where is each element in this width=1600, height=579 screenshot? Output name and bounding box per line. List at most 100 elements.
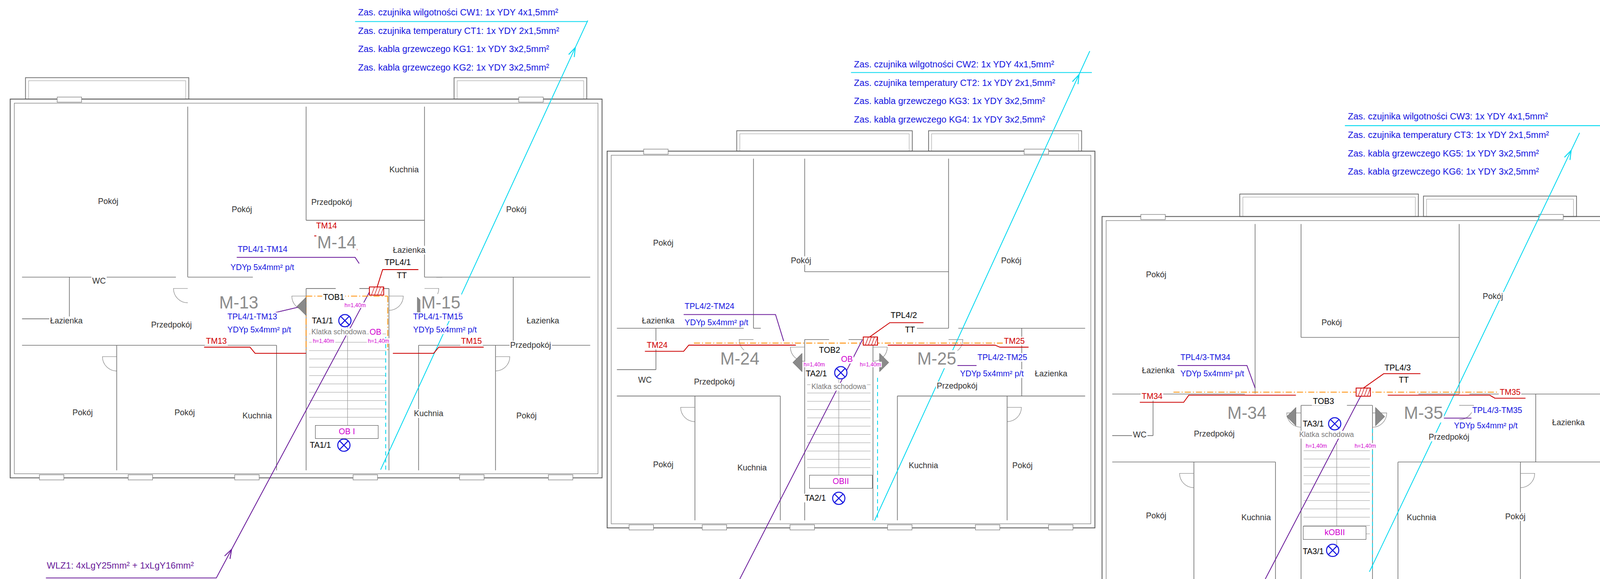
leader-line xyxy=(376,269,419,289)
board-label: TM13 xyxy=(204,336,228,345)
room-name: Łazienka xyxy=(391,245,427,255)
circuit-line xyxy=(392,347,484,354)
board-label: TM15 xyxy=(460,336,483,345)
riser-line xyxy=(877,377,878,521)
mounting-height: h=1,40m xyxy=(343,302,367,309)
wall xyxy=(1275,461,1276,579)
room-name: Łazienka xyxy=(1141,366,1176,375)
wall xyxy=(418,344,419,470)
circuit-label: YDYp 5x4mm² p/t xyxy=(683,318,750,327)
board-hatch xyxy=(1367,387,1371,397)
room-name: Pokój xyxy=(71,407,94,417)
panel-label: OB I xyxy=(338,427,355,437)
outlet-symbol xyxy=(1328,417,1341,430)
wall xyxy=(69,277,70,319)
circuit-line xyxy=(887,344,1029,348)
room-name: Kuchnia xyxy=(736,462,768,472)
outlet-cross xyxy=(339,440,349,449)
mounting-height: h=1,40m xyxy=(802,361,826,368)
flat-number: M-15 xyxy=(420,293,462,312)
window xyxy=(702,524,727,530)
window xyxy=(459,474,485,480)
room-name: Kuchnia xyxy=(907,461,940,470)
room-name: WC xyxy=(1132,430,1148,439)
wall xyxy=(187,106,189,278)
leader-line xyxy=(380,20,588,470)
circuit-line xyxy=(203,347,307,354)
device-label: TT xyxy=(396,271,408,280)
cable-note: Zas. kabla grzewczego KG5: 1x YDY 3x2,5m… xyxy=(1346,148,1540,158)
wall xyxy=(1006,396,1008,521)
floor-plan xyxy=(1102,193,1600,579)
inner-wall xyxy=(1106,220,1600,579)
room-name: Przedpokój xyxy=(1193,429,1236,439)
cable-note: Zas. czujnika temperatury CT2: 1x YDY 2x… xyxy=(853,77,1057,88)
room-name: Przedpokój xyxy=(935,381,979,391)
balcony-rail xyxy=(1242,197,1416,217)
door-symbol xyxy=(297,297,307,316)
room-name: Kuchnia xyxy=(412,409,444,418)
wall xyxy=(1535,393,1536,462)
room-name: Łazienka xyxy=(1551,418,1586,427)
wall xyxy=(276,344,277,470)
room-name: Przedpokój xyxy=(310,197,353,207)
board-symbol xyxy=(369,286,384,295)
balcony xyxy=(25,77,189,100)
wall xyxy=(1397,461,1398,579)
room-name: Pokój xyxy=(1481,291,1504,301)
wall xyxy=(1372,405,1373,579)
feeder-label: WLZ1: 4xLgY25mm² + 1xLgY16mm² xyxy=(46,560,195,571)
arrow-head xyxy=(568,47,576,57)
door-swing xyxy=(1520,472,1535,488)
balcony xyxy=(736,130,913,152)
room-name: Łazienka xyxy=(641,316,676,325)
wall xyxy=(306,219,425,221)
wall xyxy=(418,344,591,346)
balcony-rail xyxy=(457,80,584,100)
riser-line xyxy=(385,336,387,470)
board-label: TM34 xyxy=(1140,391,1164,401)
board-hatch xyxy=(1364,387,1368,397)
wiring xyxy=(46,20,1600,579)
leader-line xyxy=(1369,132,1580,572)
door-swing xyxy=(102,356,118,371)
cable-note: Zas. czujnika wilgotności CW3: 1x YDY 4x… xyxy=(1346,111,1549,122)
window xyxy=(1140,214,1166,220)
room-name: Pokój xyxy=(789,255,812,265)
balcony-rail xyxy=(739,133,910,152)
wall xyxy=(804,339,830,340)
room-name: WC xyxy=(637,375,653,384)
wall xyxy=(187,276,253,278)
board-hatch xyxy=(371,286,375,295)
stairwell-name: Klatka schodowa xyxy=(810,382,868,391)
window xyxy=(1538,214,1564,220)
window xyxy=(56,97,82,103)
cable-note: Zas. czujnika wilgotności CW1: 1x YDY 4x… xyxy=(357,7,560,18)
cable-route xyxy=(387,296,389,353)
room-name: Pokój xyxy=(1320,318,1343,327)
leader-line xyxy=(1345,125,1600,127)
room-name: Kuchnia xyxy=(388,165,420,174)
outlet-symbol xyxy=(832,491,845,505)
circuit-label: TPL4/3-TM34 xyxy=(1179,353,1232,362)
window xyxy=(887,524,912,530)
wall xyxy=(916,327,949,329)
cable-route xyxy=(1173,391,1511,393)
window xyxy=(789,524,815,530)
circuit-label: TPL4/1-TM14 xyxy=(236,244,289,254)
board-hatch xyxy=(865,336,869,345)
arrow-head xyxy=(1564,150,1572,160)
cable-note: Zas. kabla grzewczego KG6: 1x YDY 3x2,5m… xyxy=(1346,166,1540,177)
room-name: Pokój xyxy=(652,238,675,248)
device-label: TOB2 xyxy=(818,345,842,355)
wall xyxy=(896,396,898,521)
balcony xyxy=(1423,195,1577,217)
mounting-height: h=1,40m xyxy=(1353,443,1377,449)
circuit-label: YDYp 5x4mm² p/t xyxy=(1179,369,1246,378)
leader-line xyxy=(236,257,360,264)
wall xyxy=(617,395,781,397)
wall xyxy=(753,327,761,329)
cable-note: Zas. kabla grzewczego KG2: 1x YDY 3x2,5m… xyxy=(357,62,551,72)
panel-box: OB I xyxy=(315,424,379,439)
room-name: Kuchnia xyxy=(1405,513,1437,522)
